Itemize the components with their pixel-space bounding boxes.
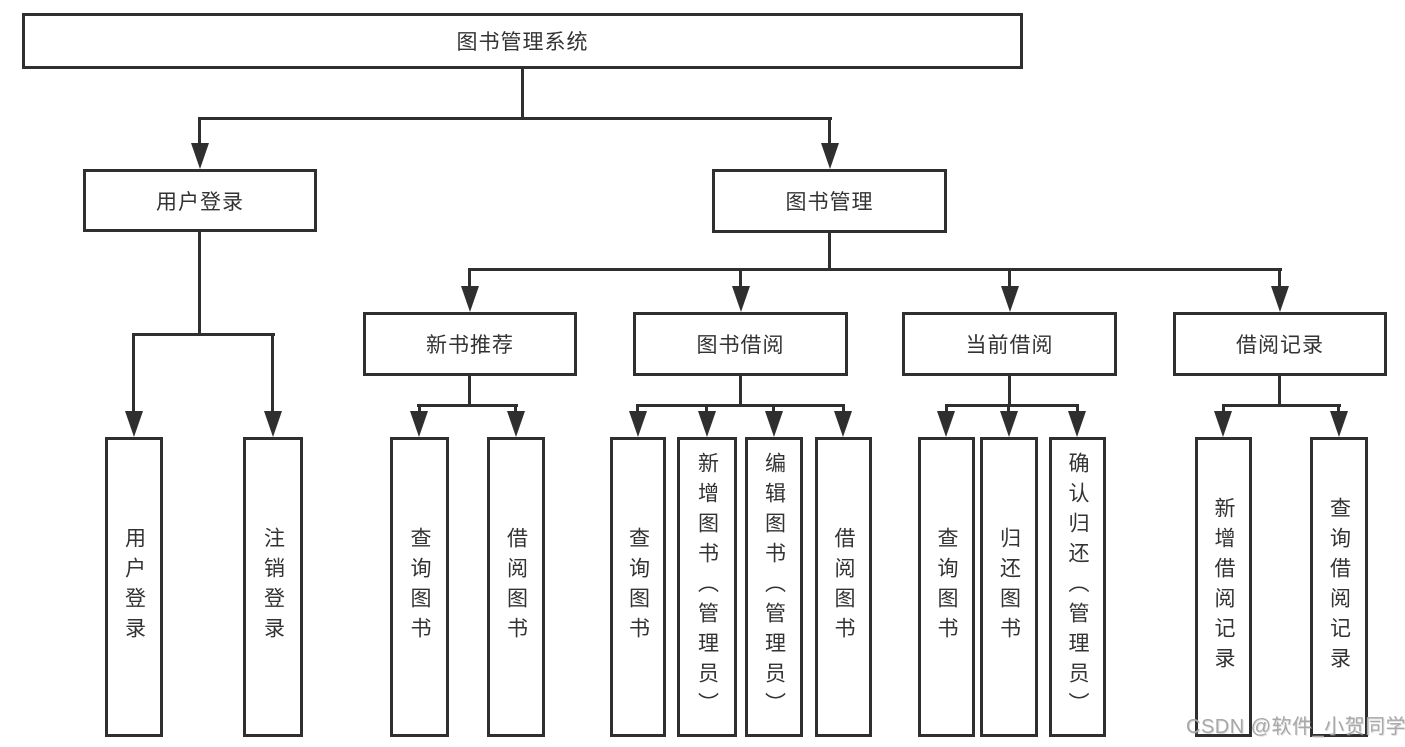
leaf-nb-borrow-books: 借阅图书 (487, 437, 545, 737)
node-new-book-recommend-label: 新书推荐 (426, 334, 514, 357)
arrowhead-down-icon (1330, 411, 1348, 437)
connector-line (468, 376, 471, 406)
leaf-bb-borrow-books: 借阅图书 (815, 437, 872, 737)
connector-line (468, 268, 1282, 271)
arrowhead-down-icon (1271, 286, 1289, 312)
arrowhead-down-icon (1001, 286, 1019, 312)
node-new-book-recommend: 新书推荐 (363, 312, 577, 376)
connector-line (1278, 376, 1281, 406)
arrowhead-down-icon (410, 411, 428, 437)
arrowhead-down-icon (732, 286, 750, 312)
leaf-cb-query-books-label: 查询图书 (935, 527, 958, 647)
leaf-br-query-record: 查询借阅记录 (1310, 437, 1368, 737)
connector-line (828, 233, 831, 271)
leaf-nb-query-books-label: 查询图书 (408, 527, 431, 647)
arrowhead-down-icon (765, 411, 783, 437)
arrowhead-down-icon (264, 411, 282, 437)
connector-line (1008, 376, 1011, 406)
arrowhead-down-icon (191, 143, 209, 169)
arrowhead-down-icon (461, 286, 479, 312)
node-current-borrow: 当前借阅 (902, 312, 1117, 376)
connector-line (636, 404, 845, 407)
leaf-cb-confirm-return-admin: 确认归还（管理员） (1049, 437, 1106, 737)
leaf-cb-confirm-return-admin-label: 确认归还（管理员） (1066, 452, 1089, 722)
node-borrow-records: 借阅记录 (1173, 312, 1387, 376)
leaf-user-login-label: 用户登录 (122, 527, 146, 647)
node-book-management-label: 图书管理 (785, 191, 874, 214)
node-borrow-records-label: 借阅记录 (1236, 334, 1324, 357)
leaf-br-add-record: 新增借阅记录 (1195, 437, 1252, 737)
arrowhead-down-icon (821, 143, 839, 169)
arrowhead-down-icon (507, 411, 525, 437)
leaf-bb-query-books-label: 查询图书 (626, 527, 650, 647)
connector-line (828, 120, 831, 146)
leaf-logout: 注销登录 (243, 437, 303, 737)
arrowhead-down-icon (834, 411, 852, 437)
node-user-login: 用户登录 (83, 169, 317, 232)
node-book-borrow: 图书借阅 (633, 312, 848, 376)
connector-line (198, 117, 832, 120)
connector-line (417, 404, 518, 407)
node-book-management: 图书管理 (712, 169, 947, 233)
connector-line (739, 271, 742, 288)
connector-line (132, 336, 135, 412)
connector-line (521, 68, 524, 120)
connector-line (468, 271, 471, 288)
arrowhead-down-icon (1000, 411, 1018, 437)
connector-line (1222, 404, 1341, 407)
leaf-bb-query-books: 查询图书 (610, 437, 666, 737)
connector-line (739, 376, 742, 406)
leaf-cb-return-books: 归还图书 (980, 437, 1038, 737)
leaf-bb-add-books-admin-label: 新增图书（管理员） (695, 452, 719, 722)
leaf-nb-query-books: 查询图书 (390, 437, 449, 737)
leaf-cb-return-books-label: 归还图书 (997, 527, 1021, 647)
csdn-watermark: CSDN @软件_小贺同学 (1186, 716, 1405, 738)
node-root: 图书管理系统 (22, 13, 1023, 69)
arrowhead-down-icon (1068, 411, 1086, 437)
connector-line (198, 232, 201, 336)
connector-line (132, 333, 275, 336)
leaf-bb-borrow-books-label: 借阅图书 (832, 527, 855, 647)
connector-line (1278, 271, 1281, 288)
leaf-bb-edit-books-admin-label: 编辑图书（管理员） (762, 452, 786, 722)
leaf-bb-add-books-admin: 新增图书（管理员） (677, 437, 737, 737)
arrowhead-down-icon (125, 411, 143, 437)
leaf-logout-label: 注销登录 (261, 527, 285, 647)
leaf-br-add-record-label: 新增借阅记录 (1212, 497, 1235, 677)
leaf-br-query-record-label: 查询借阅记录 (1327, 497, 1351, 677)
arrowhead-down-icon (937, 411, 955, 437)
leaf-nb-borrow-books-label: 借阅图书 (504, 527, 528, 647)
node-book-borrow-label: 图书借阅 (696, 334, 785, 357)
connector-line (945, 404, 1079, 407)
arrowhead-down-icon (698, 411, 716, 437)
connector-line (198, 120, 201, 146)
leaf-bb-edit-books-admin: 编辑图书（管理员） (745, 437, 803, 737)
connector-line (271, 336, 274, 412)
node-user-login-label: 用户登录 (156, 190, 244, 214)
node-root-label: 图书管理系统 (456, 31, 589, 54)
connector-line (1008, 271, 1011, 288)
arrowhead-down-icon (1214, 411, 1232, 437)
node-current-borrow-label: 当前借阅 (965, 334, 1054, 357)
leaf-user-login: 用户登录 (105, 437, 163, 737)
leaf-cb-query-books: 查询图书 (918, 437, 975, 737)
arrowhead-down-icon (629, 411, 647, 437)
